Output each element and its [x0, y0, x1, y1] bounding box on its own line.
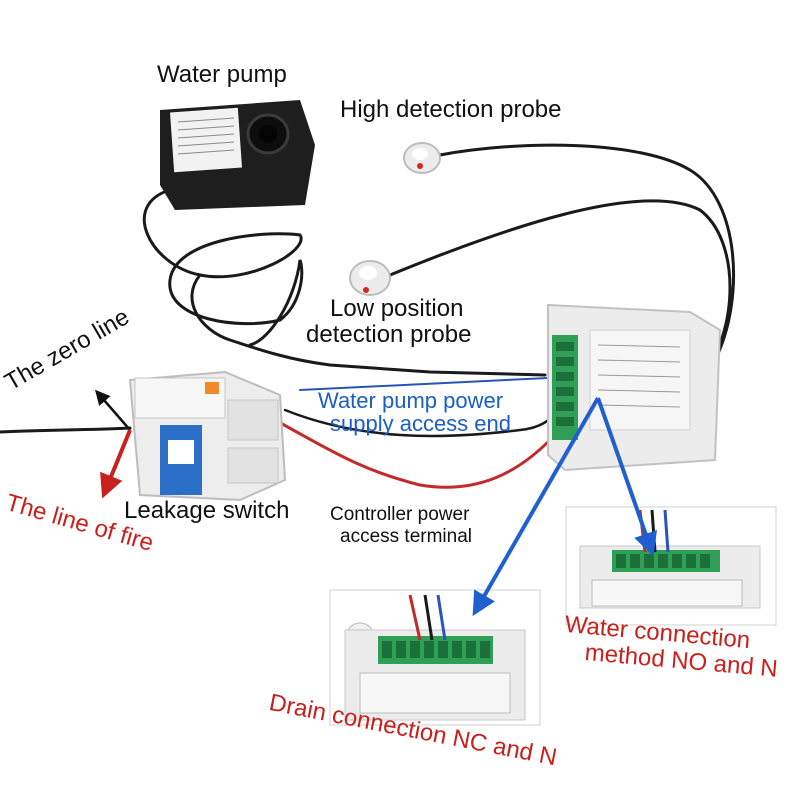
label-low-probe-1: Low position	[330, 295, 464, 322]
zero-line-wire	[0, 426, 132, 434]
live-wire	[273, 418, 552, 489]
label-water-pump: Water pump	[157, 61, 287, 88]
high-probe-cable-2	[388, 199, 732, 382]
label-leakage-switch: Leakage switch	[124, 497, 290, 524]
label-low-probe-2: detection probe	[306, 321, 472, 348]
arrow-zero-line	[95, 389, 131, 431]
label-pump-power-2: supply access end	[330, 411, 511, 436]
low-probe	[349, 260, 391, 296]
arrow-line-of-fire	[100, 429, 132, 499]
arrow-to-drain-inset	[472, 397, 600, 617]
arrows	[95, 389, 657, 617]
label-high-probe: High detection probe	[340, 96, 562, 123]
live-wire-2	[283, 408, 558, 438]
arrow-to-water-inset	[596, 397, 657, 557]
label-controller-power-2: access terminal	[340, 526, 472, 547]
label-controller-power-1: Controller power	[330, 504, 470, 525]
high-probe	[403, 142, 441, 174]
water-pump	[160, 100, 315, 210]
label-pump-power-1: Water pump power	[318, 388, 504, 413]
inset-drain-connection	[329, 589, 541, 726]
pump-supply-wire	[299, 377, 549, 391]
leakage-breaker	[128, 370, 287, 502]
wires	[0, 143, 735, 489]
inset-water-connection	[565, 506, 777, 626]
controller-module	[547, 303, 722, 472]
pump-cable	[142, 188, 304, 347]
pump-cable-2	[190, 273, 547, 377]
